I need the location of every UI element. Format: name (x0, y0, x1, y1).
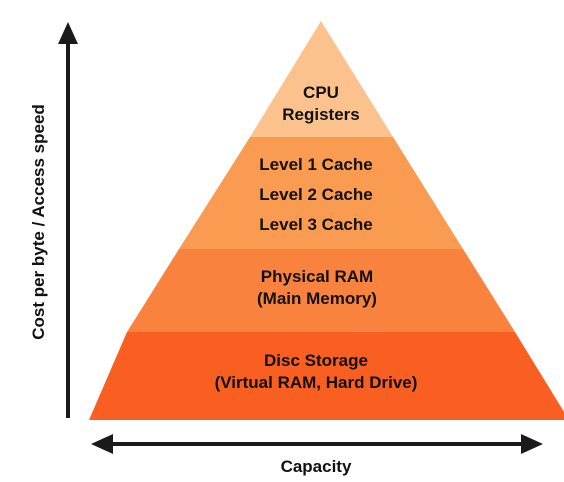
x-axis-label: Capacity (281, 457, 352, 476)
tier-label-level1-cache: Level 1 Cache (259, 155, 372, 174)
x-axis-arrowhead-right-icon (521, 434, 543, 454)
tier-label-virtual-ram-hard-drive: (Virtual RAM, Hard Drive) (215, 373, 418, 392)
tier-label-disc-storage: Disc Storage (264, 351, 368, 370)
x-axis-arrow (91, 434, 543, 454)
tier-label-cpu: CPU (303, 83, 339, 102)
pyramid (89, 21, 564, 420)
tier-disc-storage (89, 332, 564, 420)
tier-label-physical-ram: Physical RAM (261, 267, 373, 286)
y-axis-label: Cost per byte / Access speed (29, 104, 48, 340)
tier-cpu-registers (250, 21, 393, 137)
tier-physical-ram (127, 249, 515, 332)
tier-label-registers: Registers (282, 105, 359, 124)
tier-label-level2-cache: Level 2 Cache (259, 185, 372, 204)
tier-label-main-memory: (Main Memory) (257, 289, 377, 308)
tier-labels: CPU Registers Level 1 Cache Level 2 Cach… (215, 83, 418, 392)
y-axis-arrow (58, 22, 78, 418)
tier-label-level3-cache: Level 3 Cache (259, 215, 372, 234)
y-axis-arrowhead-icon (58, 22, 78, 44)
x-axis-arrowhead-left-icon (91, 434, 113, 454)
tier-cache (179, 137, 463, 249)
